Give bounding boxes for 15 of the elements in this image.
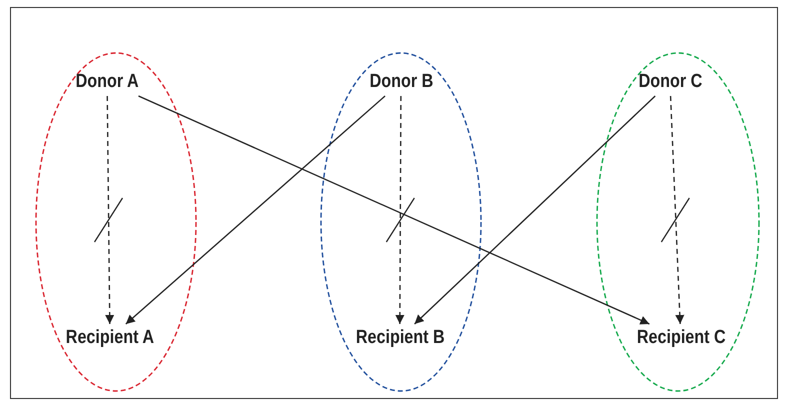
blocked-arrow xyxy=(660,96,690,324)
node-label: Recipient A xyxy=(66,327,154,349)
dashed-ellipse xyxy=(320,52,482,392)
node-label: Donor A xyxy=(76,71,139,93)
arrow xyxy=(414,96,656,324)
node-label: Donor B xyxy=(369,71,433,93)
dashed-ellipse xyxy=(35,52,197,392)
blocked-arrow xyxy=(386,96,415,324)
blocked-arrow xyxy=(94,96,124,324)
node-label: Donor C xyxy=(638,71,702,93)
node-label: Recipient C xyxy=(636,327,726,349)
node-label: Recipient B xyxy=(355,327,444,349)
arrow xyxy=(125,96,386,324)
arrow xyxy=(138,95,650,325)
dashed-ellipse xyxy=(596,52,760,392)
